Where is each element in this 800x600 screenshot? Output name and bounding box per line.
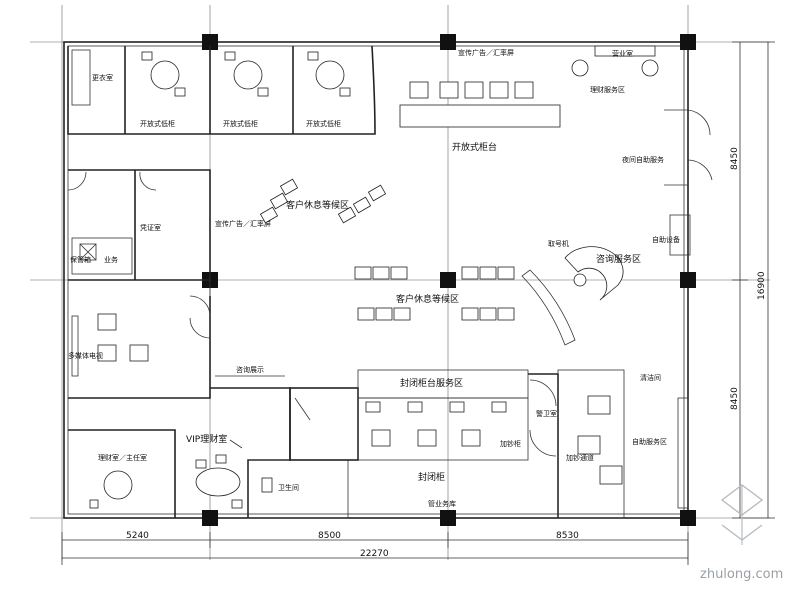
left-middle-rooms <box>67 169 211 281</box>
changing-room-label: 更衣室 <box>92 73 113 82</box>
manager-office-label: 营业室 <box>612 49 633 58</box>
watermark-logo <box>720 484 764 545</box>
closed-counter-label: 封闭柜 <box>418 471 445 483</box>
top-offices <box>67 45 376 135</box>
consult-service-label: 咨询服务区 <box>596 253 641 265</box>
vault-label: 保管箱 <box>70 255 91 264</box>
security-label: 警卫室 <box>536 409 557 418</box>
voucher-room-label: 凭证室 <box>140 223 161 232</box>
atm-room-label: 自助设备 <box>652 235 680 244</box>
vault-area-label: 管业务库 <box>428 499 456 508</box>
open-counter-label: 开放式柜台 <box>452 141 497 153</box>
cash-label: 业务 <box>104 255 118 264</box>
open-office-3-label: 开放式低柜 <box>306 119 341 128</box>
dim-bottom-total: 22270 <box>360 549 389 559</box>
dim-right-1: 8450 <box>730 147 740 170</box>
media-wall-label: 多媒体电视 <box>68 351 103 360</box>
open-office-2-label: 开放式低柜 <box>223 119 258 128</box>
watermark-text: zhulong.com <box>700 567 783 582</box>
vip-room-label: VIP理财室 <box>186 433 227 445</box>
customer-wait-1-label: 客户休息等候区 <box>286 199 349 211</box>
queue-machine-label: 取号机 <box>548 239 569 248</box>
clean-room-label: 清洁间 <box>640 373 661 382</box>
left-lower-rooms <box>68 280 211 518</box>
night-service-label: 夜间自助服务 <box>622 155 664 164</box>
manager-room-label: 理财室／主任室 <box>98 453 147 462</box>
dim-bottom-2: 8500 <box>318 531 341 541</box>
axis-grid <box>30 5 770 560</box>
advert-left-label: 宣传广告／汇率屏 <box>215 219 271 228</box>
dim-right-2: 8450 <box>730 387 740 410</box>
waiting-chairs <box>259 178 515 321</box>
customer-wait-2-label: 客户休息等候区 <box>396 293 459 305</box>
closed-counter-block <box>289 369 559 518</box>
dim-bottom-1: 5240 <box>126 531 149 541</box>
dim-right-total: 16900 <box>757 271 767 300</box>
cash-pass-label: 加钞通道 <box>566 453 594 462</box>
consult-desk <box>521 246 624 346</box>
open-counter-area <box>399 45 659 128</box>
advert-top-label: 宣传广告／汇率屏 <box>458 48 514 57</box>
consult-display-label: 咨询展示 <box>236 365 264 374</box>
closed-counter-service-label: 封闭柜台服务区 <box>400 377 463 389</box>
right-lower-area <box>557 369 689 519</box>
bottom-dimensions <box>61 532 689 565</box>
open-office-1-label: 开放式低柜 <box>140 119 175 128</box>
dim-bottom-3: 8530 <box>556 531 579 541</box>
finance-service-label: 理财服务区 <box>590 85 625 94</box>
cash-counter-label: 加钞柜 <box>500 439 521 448</box>
right-doors <box>664 109 713 256</box>
right-dimensions <box>732 41 775 519</box>
structural-columns <box>202 34 696 526</box>
self-service-label: 自助服务区 <box>632 437 667 446</box>
toilet-label: 卫生间 <box>278 483 299 492</box>
